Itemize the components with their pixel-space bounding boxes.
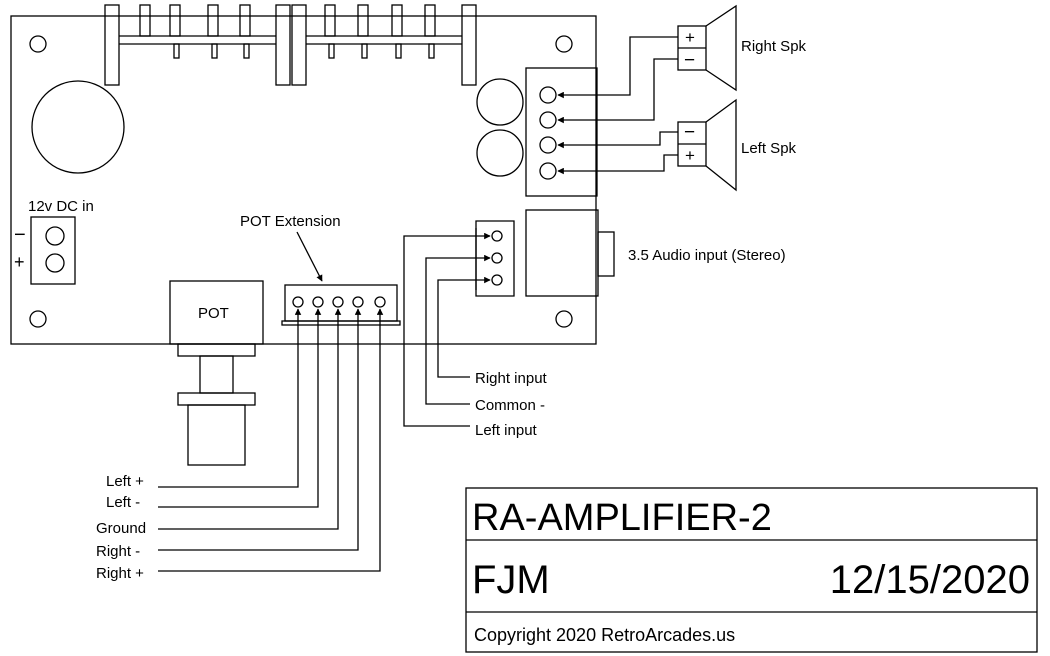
common-label: Common - [475,397,545,414]
potentiometer [169,280,264,466]
title-block [465,487,1038,653]
right-speaker [677,4,737,92]
mounting-hole [555,310,573,328]
part-number: RA-AMPLIFIER-2 [472,497,772,539]
author: FJM [472,558,550,602]
dc-input-label: 12v DC in [28,198,94,215]
speaker-wires [557,36,678,175]
mounting-hole [29,310,47,328]
right-speaker-plus: + [685,28,695,47]
mounting-hole [29,35,47,53]
pot-extension-label: POT Extension [240,213,341,230]
capacitor-small [476,78,524,126]
pot-label: POT [198,305,229,322]
pot-pin-label: Right + [96,565,144,582]
audio-input-label: 3.5 Audio input (Stereo) [628,247,786,264]
left-input-label: Left input [475,422,538,439]
right-speaker-minus: − [684,50,695,71]
speaker-terminal-block [525,67,598,197]
copyright: Copyright 2020 RetroArcades.us [474,625,735,645]
audio-jack [525,209,615,297]
right-input-label: Right input [475,370,548,387]
pot-pin-label: Left - [106,494,140,511]
dc-input-terminal [30,216,76,285]
left-speaker-minus: − [684,122,695,143]
pot-pin-label: Right - [96,543,140,560]
capacitor-large [31,80,125,174]
pot-extension-connector [281,284,401,326]
left-speaker-label: Left Spk [741,140,797,157]
pot-pin-label: Left + [106,473,144,490]
right-speaker-label: Right Spk [741,38,807,55]
pot-extension-arrow [296,231,323,282]
heatsink [104,4,477,86]
capacitor-small [476,129,524,177]
date: 12/15/2020 [830,558,1030,602]
pot-wires [158,308,384,572]
left-speaker [677,98,737,192]
dc-minus-sign: − [14,224,26,246]
left-speaker-plus: + [685,146,695,165]
amplifier-board [10,15,597,345]
mounting-hole [555,35,573,53]
pot-pin-label: Ground [96,520,146,537]
dc-plus-sign: + [14,252,25,272]
audio-input-wires [403,232,491,427]
